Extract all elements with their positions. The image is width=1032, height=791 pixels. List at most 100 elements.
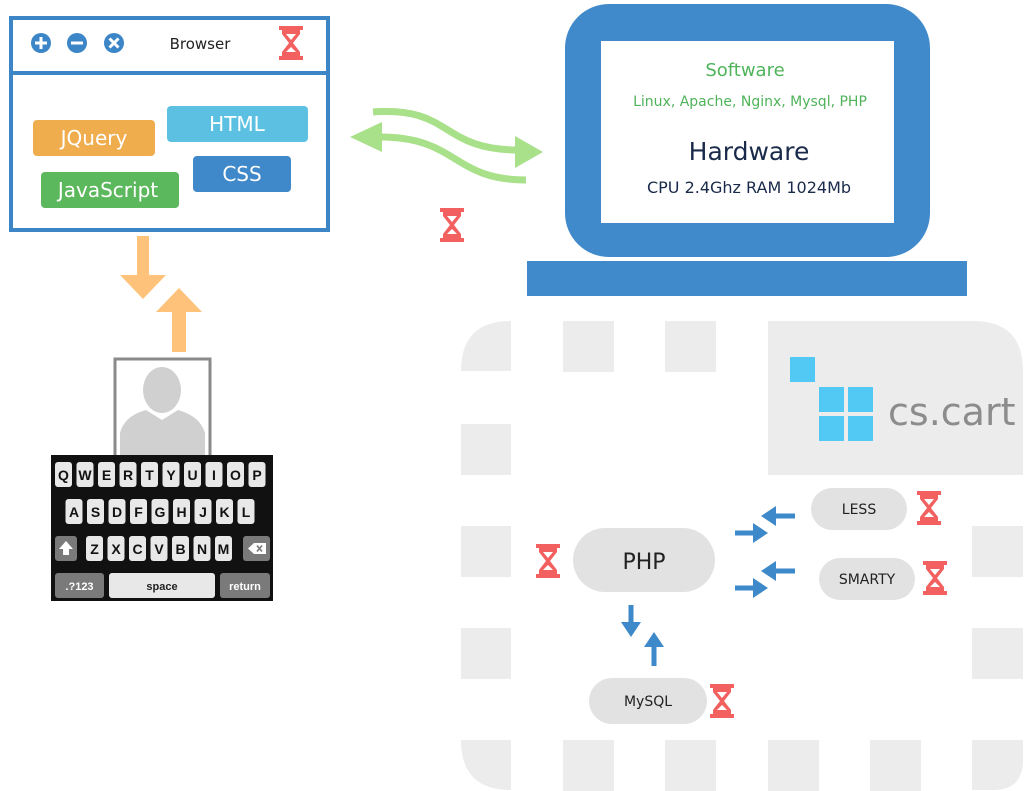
return-key[interactable]: return bbox=[220, 573, 270, 598]
browser-minimize-icon[interactable] bbox=[67, 33, 87, 53]
svg-text:V: V bbox=[154, 541, 164, 557]
svg-text:H: H bbox=[176, 504, 186, 520]
svg-text:X: X bbox=[111, 541, 121, 557]
key-z[interactable]: Z bbox=[86, 536, 103, 561]
arrow-right-icon bbox=[735, 523, 768, 543]
hardware-title: Hardware bbox=[689, 137, 810, 166]
arrow-right-icon bbox=[515, 136, 543, 168]
smarty-node: SMARTY bbox=[819, 558, 915, 600]
arrow-left-icon bbox=[350, 122, 382, 152]
shift-icon bbox=[59, 541, 73, 555]
key-u[interactable]: U bbox=[184, 462, 201, 487]
key-y[interactable]: Y bbox=[162, 462, 180, 487]
browser-close-icon[interactable] bbox=[104, 33, 124, 53]
server-monitor: Software Linux, Apache, Nginx, Mysql, PH… bbox=[527, 4, 967, 296]
hourglass-icon bbox=[710, 684, 734, 718]
key-i[interactable]: I bbox=[205, 462, 223, 487]
tag-javascript bbox=[41, 172, 179, 208]
tag-css-label: CSS bbox=[222, 162, 261, 186]
svg-text:.?123: .?123 bbox=[65, 581, 93, 593]
svg-text:P: P bbox=[252, 467, 261, 483]
tag-html bbox=[167, 106, 308, 142]
key-o[interactable]: O bbox=[227, 462, 244, 487]
key-f[interactable]: F bbox=[130, 499, 147, 524]
php-node-label: PHP bbox=[622, 550, 665, 575]
arrow-left-icon bbox=[761, 506, 795, 526]
hourglass-icon bbox=[917, 491, 941, 525]
arrow-down-icon bbox=[120, 236, 166, 299]
key-m[interactable]: M bbox=[215, 536, 232, 561]
svg-text:F: F bbox=[134, 504, 143, 520]
tag-css bbox=[193, 156, 291, 192]
key-p[interactable]: P bbox=[248, 462, 266, 487]
key-q[interactable]: Q bbox=[55, 462, 72, 487]
key-j[interactable]: J bbox=[194, 499, 212, 524]
svg-text:R: R bbox=[123, 467, 133, 483]
key-r[interactable]: R bbox=[119, 462, 137, 487]
key-c[interactable]: C bbox=[129, 536, 146, 561]
php-node: PHP bbox=[573, 528, 715, 592]
arrow-up-icon bbox=[644, 632, 664, 666]
key-x[interactable]: X bbox=[107, 536, 125, 561]
less-node-label: LESS bbox=[842, 502, 877, 518]
hourglass-icon bbox=[440, 208, 464, 242]
key-s[interactable]: S bbox=[87, 499, 104, 524]
svg-text:D: D bbox=[112, 504, 122, 520]
space-key[interactable]: space bbox=[109, 573, 215, 598]
software-stack: Linux, Apache, Nginx, Mysql, PHP bbox=[633, 94, 867, 110]
svg-text:Y: Y bbox=[166, 467, 176, 483]
less-node: LESS bbox=[811, 488, 907, 530]
key-d[interactable]: D bbox=[108, 499, 126, 524]
svg-text:Z: Z bbox=[90, 541, 99, 557]
cart-flow-arrows bbox=[621, 506, 795, 666]
arrow-left-icon bbox=[761, 561, 795, 581]
svg-text:C: C bbox=[132, 541, 142, 557]
smarty-node-label: SMARTY bbox=[839, 572, 896, 588]
key-e[interactable]: E bbox=[98, 462, 115, 487]
svg-text:T: T bbox=[145, 467, 154, 483]
key-h[interactable]: H bbox=[173, 499, 190, 524]
svg-text:return: return bbox=[229, 581, 261, 593]
key-w[interactable]: W bbox=[76, 462, 94, 487]
svg-text:space: space bbox=[146, 581, 177, 593]
key-a[interactable]: A bbox=[65, 499, 83, 524]
key-k[interactable]: K bbox=[216, 499, 233, 524]
svg-text:K: K bbox=[219, 504, 229, 520]
backspace-key[interactable] bbox=[243, 536, 270, 561]
key-l[interactable]: L bbox=[237, 499, 255, 524]
browser-window: Browser HTML JQuery CSS JavaScript bbox=[9, 16, 330, 232]
arrow-up-icon bbox=[156, 288, 202, 352]
browser-server-arrows bbox=[350, 107, 543, 242]
browser-add-icon[interactable] bbox=[31, 33, 51, 53]
key-v[interactable]: V bbox=[150, 536, 168, 561]
user-avatar bbox=[113, 357, 212, 461]
svg-text:N: N bbox=[197, 541, 207, 557]
svg-text:Q: Q bbox=[58, 467, 69, 483]
mysql-node-label: MySQL bbox=[624, 694, 672, 710]
svg-text:O: O bbox=[230, 467, 241, 483]
svg-text:A: A bbox=[69, 504, 79, 520]
hourglass-icon bbox=[923, 561, 947, 595]
hourglass-icon bbox=[536, 544, 560, 578]
cs-cart-logo: cs.cart bbox=[790, 357, 1015, 441]
user-browser-arrows bbox=[120, 236, 202, 352]
browser-title: Browser bbox=[170, 35, 232, 53]
hardware-specs: CPU 2.4Ghz RAM 1024Mb bbox=[647, 178, 851, 197]
tag-jquery-label: JQuery bbox=[59, 126, 128, 150]
tag-jquery bbox=[33, 120, 155, 156]
shift-key[interactable] bbox=[55, 536, 77, 561]
svg-text:E: E bbox=[102, 467, 111, 483]
key-g[interactable]: G bbox=[151, 499, 169, 524]
key-t[interactable]: T bbox=[141, 462, 158, 487]
key-n[interactable]: N bbox=[193, 536, 211, 561]
svg-text:J: J bbox=[199, 504, 207, 520]
numbers-key[interactable]: .?123 bbox=[55, 573, 104, 598]
tag-html-label: HTML bbox=[209, 112, 266, 136]
arrow-right-icon bbox=[735, 578, 768, 598]
key-b[interactable]: B bbox=[172, 536, 189, 561]
svg-text:B: B bbox=[175, 541, 185, 557]
